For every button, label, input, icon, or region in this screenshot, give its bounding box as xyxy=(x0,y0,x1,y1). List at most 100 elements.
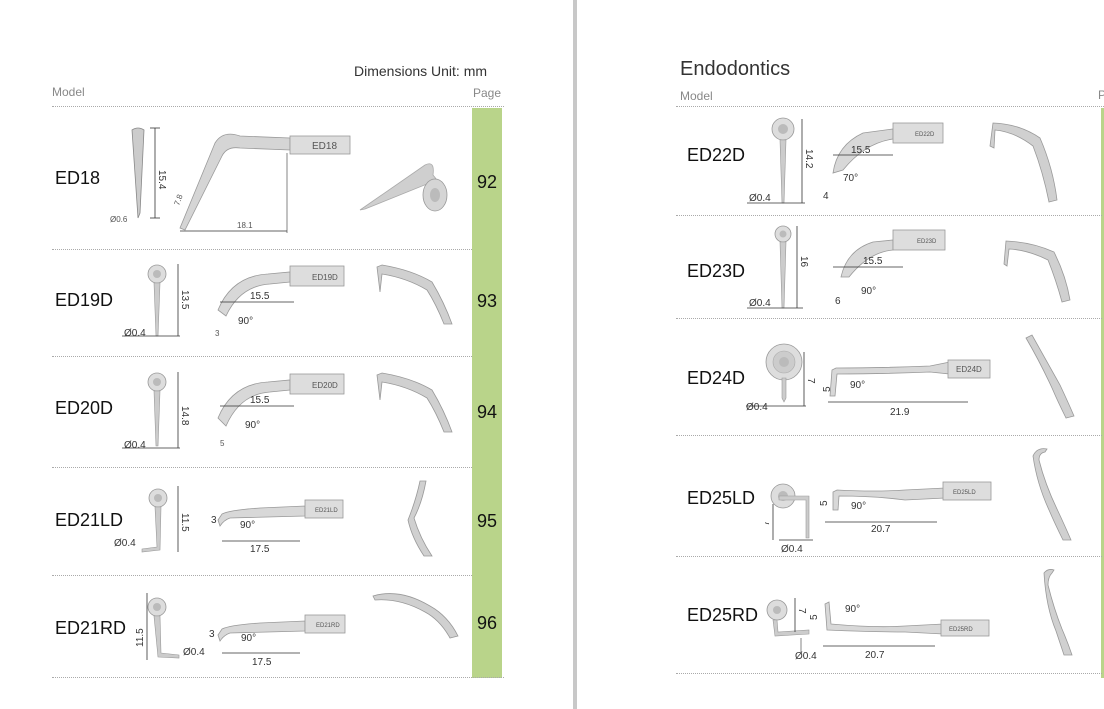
dim-angle: 90° xyxy=(845,604,860,615)
dim-length: 20.7 xyxy=(865,650,885,661)
dim-short: 6 xyxy=(835,296,841,307)
tip-label: ED18 xyxy=(312,141,337,152)
dim-length: 15.5 xyxy=(863,256,883,267)
dim-angle: 90° xyxy=(245,420,260,431)
tip-photo xyxy=(407,480,433,557)
row-rule xyxy=(52,356,472,357)
dim-length: 15.5 xyxy=(851,145,871,156)
column-header-model: Model xyxy=(52,85,85,99)
dim-diameter: Ø0.4 xyxy=(781,544,803,554)
tip-diagram: 7 Ø0.4 ED25RD 20.7 90° 5 xyxy=(766,598,990,662)
dim-angle: 90° xyxy=(241,633,256,644)
tip-label: ED24D xyxy=(956,365,982,374)
dim-angle: 90° xyxy=(850,380,865,391)
tip-diagram: 14.8 Ø0.4 ED20D 15.5 90° 5 xyxy=(122,372,345,451)
tip-photo xyxy=(1025,334,1075,419)
footer-rule xyxy=(52,677,504,678)
column-header-model: Model xyxy=(680,89,713,103)
left-page: Dimensions Unit: mm Model Page ED18 92 1… xyxy=(52,63,504,678)
dim-short: 3 xyxy=(215,329,220,338)
dim-length: 17.5 xyxy=(252,657,272,668)
row-rule xyxy=(676,556,1102,557)
dim-height: 11.5 xyxy=(135,628,146,647)
tip-label: ED21LD xyxy=(315,508,338,514)
column-header-page-partial: P xyxy=(1098,88,1104,102)
model-name: ED18 xyxy=(55,168,101,188)
dim-diameter: Ø0.4 xyxy=(124,328,146,339)
tip-diagram: 13.5 Ø0.4 ED19D 15.5 90° 3 xyxy=(122,264,345,339)
right-page: Endodontics Model P ED22D 14.2 Ø0.4 ED22… xyxy=(580,0,1104,709)
page-column-band xyxy=(472,108,502,678)
dim-height: 7 xyxy=(796,608,807,614)
dim-diameter: Ø0.4 xyxy=(795,651,817,662)
dim-length: 20.7 xyxy=(871,524,891,535)
page-number: 92 xyxy=(476,172,498,192)
dim-height: 11.5 xyxy=(179,513,190,532)
dim-height: 7 xyxy=(805,378,816,384)
page-divider xyxy=(573,0,577,709)
dim-length: 21.9 xyxy=(890,407,910,418)
tip-photo xyxy=(1043,569,1073,656)
dim-short: 3 xyxy=(209,629,215,640)
dim-length: 15.5 xyxy=(250,395,270,406)
dimensions-unit: Dimensions Unit: mm xyxy=(354,63,488,79)
tip-label: ED25RD xyxy=(949,627,973,633)
dim-height: 14.8 xyxy=(179,406,190,426)
tip-diagram: 7 Ø0.4 ED25LD 20.7 90° 5 xyxy=(765,481,992,554)
column-header-page: Page xyxy=(473,86,502,100)
tip-photo xyxy=(372,593,459,639)
dim-short: 3 xyxy=(211,515,217,526)
dim-length: 18.1 xyxy=(237,221,253,230)
model-name: ED21RD xyxy=(55,618,127,638)
dim-height: 13.5 xyxy=(179,290,190,310)
tip-photo xyxy=(376,264,453,325)
model-name: ED24D xyxy=(687,368,746,388)
dim-diameter: Ø0.4 xyxy=(183,647,205,658)
footer-rule xyxy=(676,673,1102,674)
header-rule xyxy=(676,106,1104,107)
dim-diameter: Ø0.6 xyxy=(110,215,128,224)
model-name: ED25RD xyxy=(687,605,759,625)
row-rule xyxy=(52,575,472,576)
dim-angle: 90° xyxy=(240,520,255,531)
section-title: Endodontics xyxy=(680,58,791,80)
model-name: ED21LD xyxy=(55,510,124,530)
tip-diagram: 14.2 Ø0.4 ED22D 15.5 70° 4 xyxy=(747,117,944,204)
dim-length: 17.5 xyxy=(250,544,270,555)
dim-diameter: Ø0.4 xyxy=(749,193,771,204)
dim-diameter: Ø0.4 xyxy=(746,402,768,413)
row-rule xyxy=(676,318,1102,319)
tip-photo xyxy=(989,122,1058,203)
tip-diagram: 7 Ø0.4 ED24D 21.9 90° 5 xyxy=(746,343,991,418)
tip-diagram: 15.4 Ø0.6 ED18 18.1 7.8 xyxy=(110,127,351,233)
tip-label: ED20D xyxy=(312,381,338,390)
tip-label: ED25LD xyxy=(953,490,976,496)
dim-short: 5 xyxy=(822,386,833,392)
dim-angle: 90° xyxy=(861,286,876,297)
header-rule xyxy=(52,106,504,107)
tip-label: ED22D xyxy=(915,132,935,138)
dim-length: 15.5 xyxy=(250,291,270,302)
dim-angle-length: 7.8 xyxy=(172,193,184,207)
tip-photo xyxy=(1003,240,1071,303)
dim-short: 5 xyxy=(809,614,820,620)
page-number: 94 xyxy=(476,402,498,422)
dim-height: 14.2 xyxy=(803,149,814,169)
dim-angle: 70° xyxy=(843,173,858,184)
model-name: ED19D xyxy=(55,290,114,310)
tip-label: ED23D xyxy=(917,239,937,245)
dim-angle: 90° xyxy=(851,501,866,512)
row-rule xyxy=(52,467,472,468)
tip-diagram: 11.5 Ø0.4 ED21LD 17.5 90° 3 xyxy=(114,486,344,555)
row-rule xyxy=(52,249,472,250)
page-column-band xyxy=(1101,108,1104,678)
page-number: 93 xyxy=(476,291,498,311)
dim-diameter: Ø0.4 xyxy=(749,298,771,309)
dim-short: 4 xyxy=(823,191,829,202)
model-name: ED25LD xyxy=(687,488,756,508)
dim-height: 16 xyxy=(798,256,809,268)
row-rule xyxy=(676,215,1102,216)
model-name: ED23D xyxy=(687,261,746,281)
dim-diameter: Ø0.4 xyxy=(124,440,146,451)
model-name: ED22D xyxy=(687,145,746,165)
